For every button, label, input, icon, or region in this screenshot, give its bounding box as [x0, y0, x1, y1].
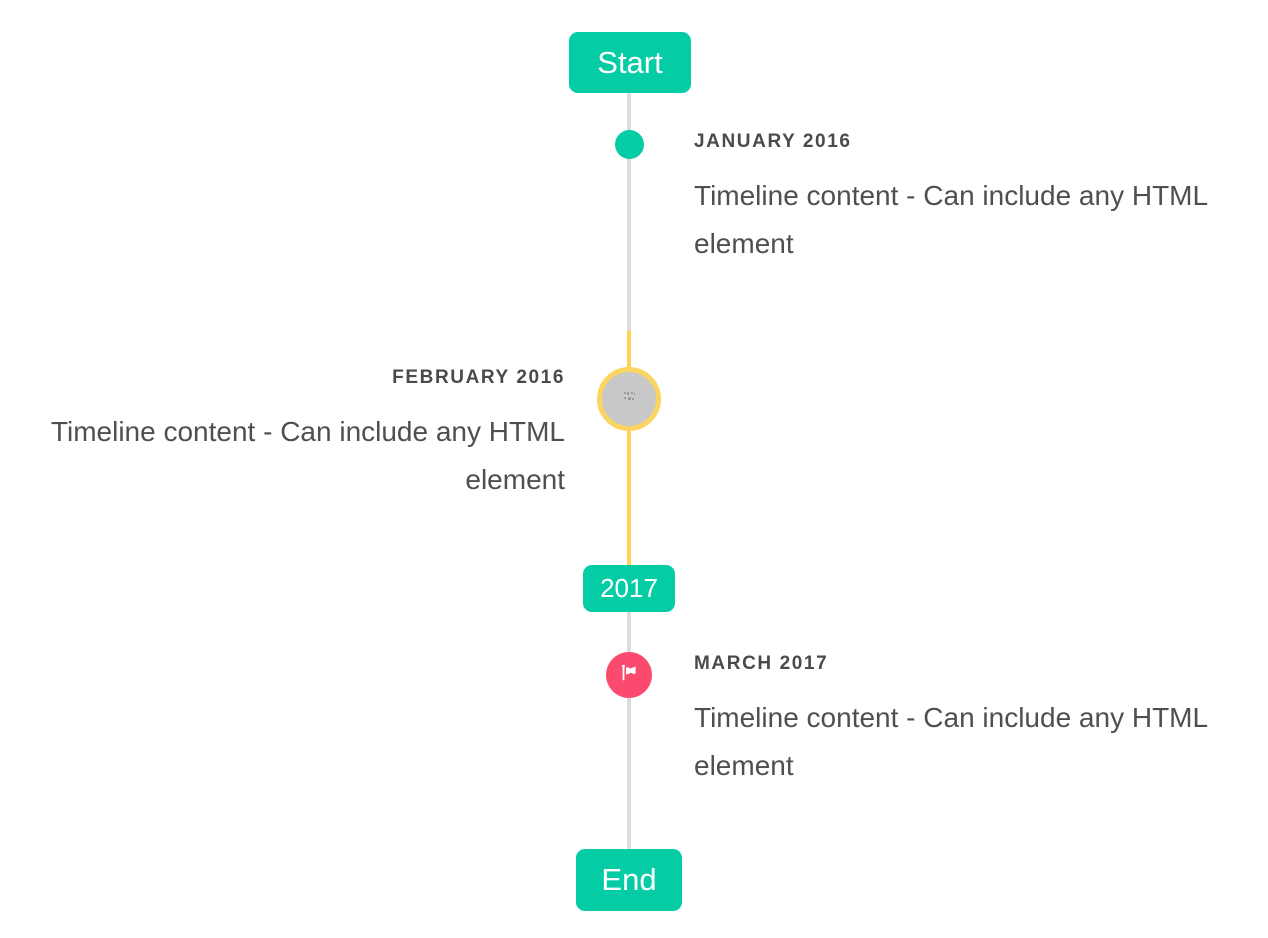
timeline-entry-february-2016: FEBRUARY 2016 Timeline content - Can inc…: [40, 366, 565, 504]
entry-title: FEBRUARY 2016: [392, 367, 565, 388]
end-button[interactable]: End: [576, 849, 682, 911]
timeline-flag-marker[interactable]: [606, 652, 652, 698]
timeline-dot-marker: [615, 130, 644, 159]
entry-content: Timeline content - Can include any HTML …: [694, 702, 1208, 781]
entry-content: Timeline content - Can include any HTML …: [694, 180, 1208, 259]
timeline-entry-january-2016: JANUARY 2016 Timeline content - Can incl…: [694, 130, 1219, 268]
entry-content: Timeline content - Can include any HTML …: [50, 416, 565, 495]
year-badge[interactable]: 2017: [583, 565, 675, 612]
start-button[interactable]: Start: [569, 32, 691, 93]
entry-title: MARCH 2017: [694, 653, 829, 674]
flag-icon: [617, 661, 641, 690]
entry-title: JANUARY 2016: [694, 131, 852, 152]
timeline-image-marker[interactable]: [597, 367, 661, 431]
broken-image-icon: [621, 390, 637, 409]
timeline-entry-march-2017: MARCH 2017 Timeline content - Can includ…: [694, 652, 1219, 790]
timeline-line-highlight: [627, 330, 631, 566]
